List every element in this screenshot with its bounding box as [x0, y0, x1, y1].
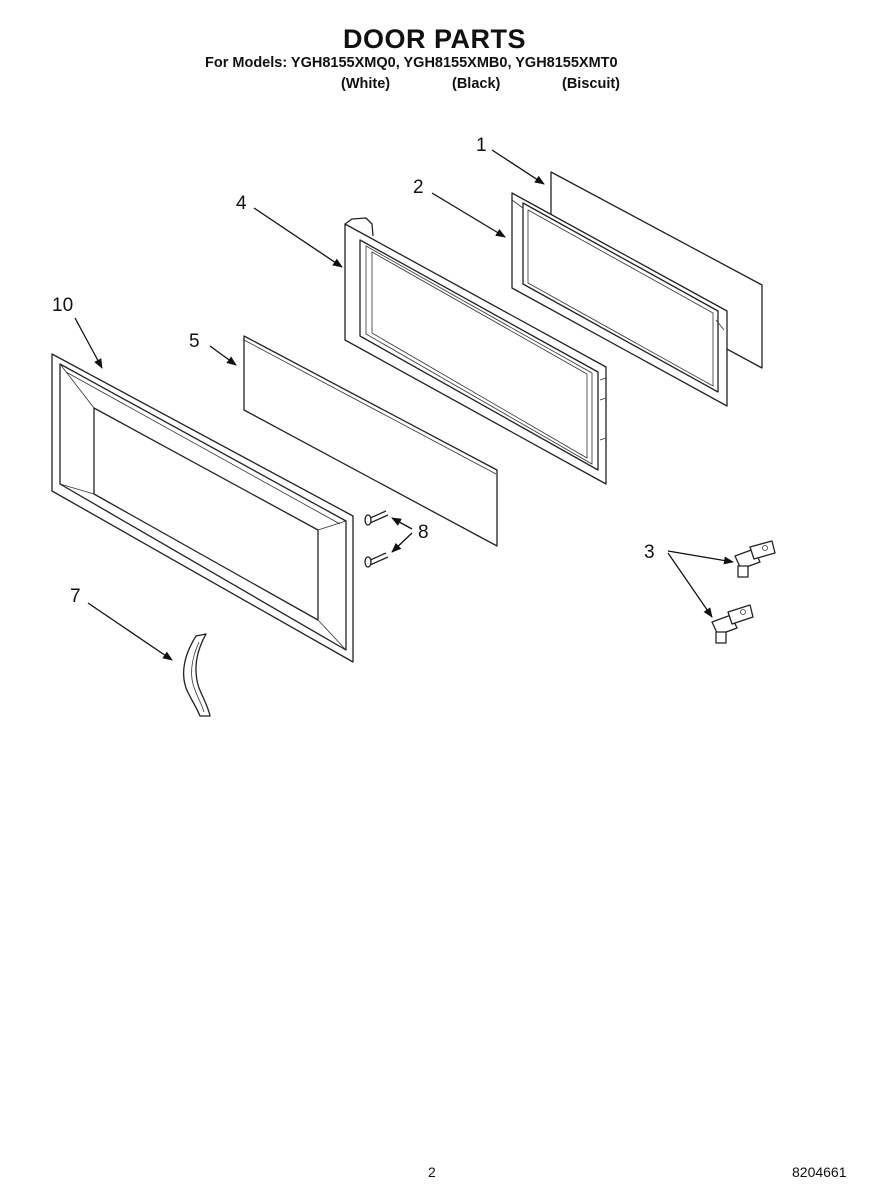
leader-2: [431, 192, 506, 238]
callout-5: 5: [189, 331, 200, 352]
callout-3: 3: [644, 542, 655, 563]
callout-7: 7: [70, 586, 81, 607]
part-4-inner-door-panel: [344, 217, 607, 485]
callout-10: 10: [52, 295, 73, 316]
callout-4: 4: [236, 193, 247, 214]
part-7-door-handle: [182, 633, 211, 717]
leader-8-lower: [391, 532, 413, 553]
leader-4: [253, 207, 343, 268]
part-8-screw-upper: [364, 510, 389, 526]
part-2-gasket-frame: [511, 192, 728, 407]
leader-lines: [74, 149, 734, 661]
part-10-outer-door-frame: [51, 353, 354, 663]
part-3-hinge-clip-lower: [711, 604, 754, 644]
part-3-hinge-clip-upper: [734, 540, 776, 578]
document-code: 8204661: [792, 1164, 847, 1180]
leader-3-upper: [667, 550, 734, 565]
variant-white: (White): [341, 76, 391, 92]
variant-black: (Black): [452, 76, 501, 92]
variant-biscuit: (Biscuit): [562, 76, 620, 92]
page-number: 2: [428, 1164, 436, 1180]
leader-5: [209, 345, 237, 366]
leader-3-lower: [667, 552, 713, 618]
leader-8-upper: [391, 517, 413, 530]
leader-10: [74, 317, 103, 369]
page-title: DOOR PARTS: [342, 24, 526, 54]
leader-1: [491, 149, 545, 185]
part-5-glass-sheet: [243, 335, 498, 547]
callout-1: 1: [476, 135, 487, 156]
callout-8: 8: [418, 522, 429, 543]
models-line: For Models: YGH8155XMQ0, YGH8155XMB0, YG…: [205, 55, 618, 71]
part-8-screw-lower: [364, 552, 389, 568]
leader-7: [87, 602, 173, 661]
callout-2: 2: [413, 177, 424, 198]
